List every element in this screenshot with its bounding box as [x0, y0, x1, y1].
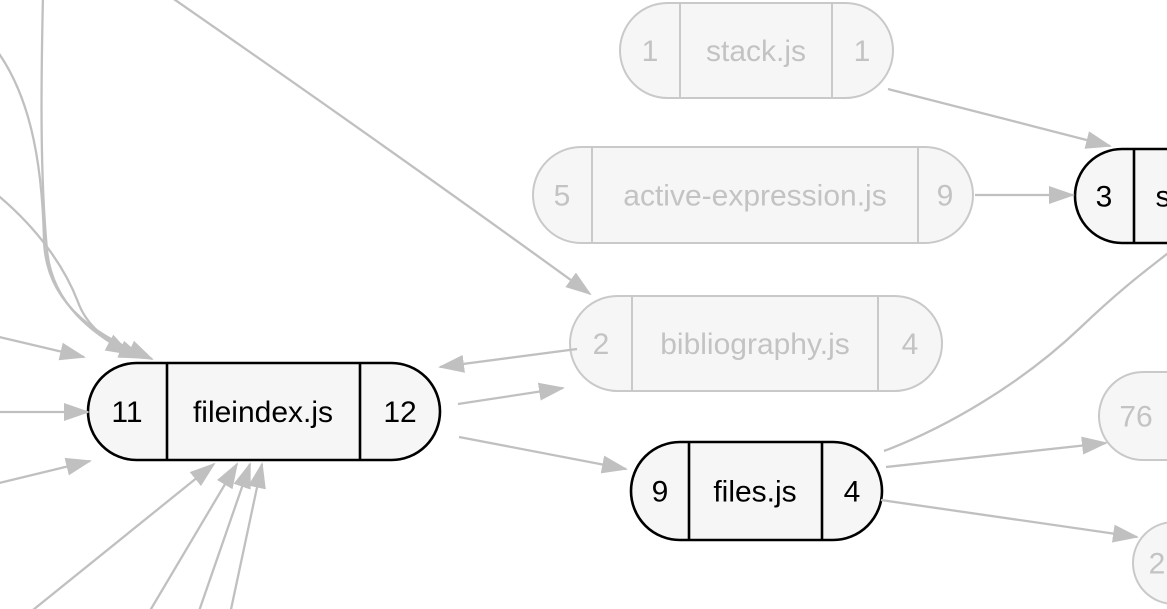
edge-offscreen-to-bibliography: [173, 0, 592, 296]
node-in-count: 2: [1149, 548, 1166, 581]
edge-fileindex-to-files: [458, 435, 628, 474]
edge-into-fileindex-from-bottom-1: [32, 462, 216, 609]
edge-into-fileindex-from-bottom-2: [149, 462, 239, 609]
node-in-count: 3: [1096, 181, 1113, 214]
node-out-count: 4: [844, 476, 861, 509]
node-in-count: 76: [1119, 401, 1152, 434]
node-in-count: 11: [111, 396, 142, 429]
edge-into-fileindex-from-bottom-4: [229, 462, 266, 609]
node-out-count: 1: [854, 35, 871, 68]
node-label: stack.js: [706, 35, 806, 68]
edge-into-fileindex-from-bottom-3: [198, 462, 252, 609]
node-label: bibliography.js: [660, 328, 850, 361]
node-label: fileindex.js: [193, 396, 333, 429]
edge-files-to-76-node: [885, 436, 1108, 469]
node-pill: [619, 2, 894, 99]
node-out-count: 4: [902, 328, 919, 361]
node-pill: [569, 295, 943, 392]
edge-into-fileindex-from-left-2: [0, 335, 86, 361]
node-pill: [1132, 521, 1167, 605]
node-files-js[interactable]: 9 files.js 4: [629, 440, 884, 542]
node-pill: [1098, 371, 1167, 461]
node-in-count: 1: [642, 35, 659, 68]
node-label: active-expression.js: [623, 180, 886, 213]
node-in-count: 2: [593, 328, 610, 361]
edge-stack-to-partial-s-node: [887, 87, 1112, 149]
edge-into-fileindex-from-left-4: [0, 457, 92, 484]
node-out-count: 9: [937, 180, 954, 213]
node-pill: [1073, 147, 1167, 245]
node-label: s: [1156, 181, 1167, 214]
node-bibliography-js[interactable]: 2 bibliography.js 4: [569, 295, 943, 392]
node-pill: [532, 146, 974, 244]
edge-into-fileindex-from-left-1: [0, 195, 145, 360]
edge-bibliography-to-fileindex: [438, 347, 578, 373]
edge-files-to-2-node: [880, 498, 1139, 543]
node-stack-js[interactable]: 1 stack.js 1: [619, 2, 894, 99]
edge-into-fileindex-from-top-2: [0, 53, 154, 361]
node-in-count: 5: [554, 180, 571, 213]
node-label: files.js: [713, 476, 796, 509]
node-partial-2-node[interactable]: 2: [1132, 521, 1167, 605]
node-in-count: 9: [652, 476, 669, 509]
node-partial-76-node[interactable]: 76: [1098, 371, 1167, 461]
node-fileindex-js[interactable]: 11 fileindex.js 12: [86, 361, 442, 462]
edge-fileindex-to-bibliography: [457, 382, 565, 406]
node-out-count: 12: [383, 396, 416, 429]
node-pill: [629, 440, 884, 542]
edge-files-to-offscreen-right: [883, 252, 1167, 453]
edge-into-fileindex-from-top-1: [40, 0, 132, 356]
node-active-expression-js[interactable]: 5 active-expression.js 9: [532, 146, 974, 244]
